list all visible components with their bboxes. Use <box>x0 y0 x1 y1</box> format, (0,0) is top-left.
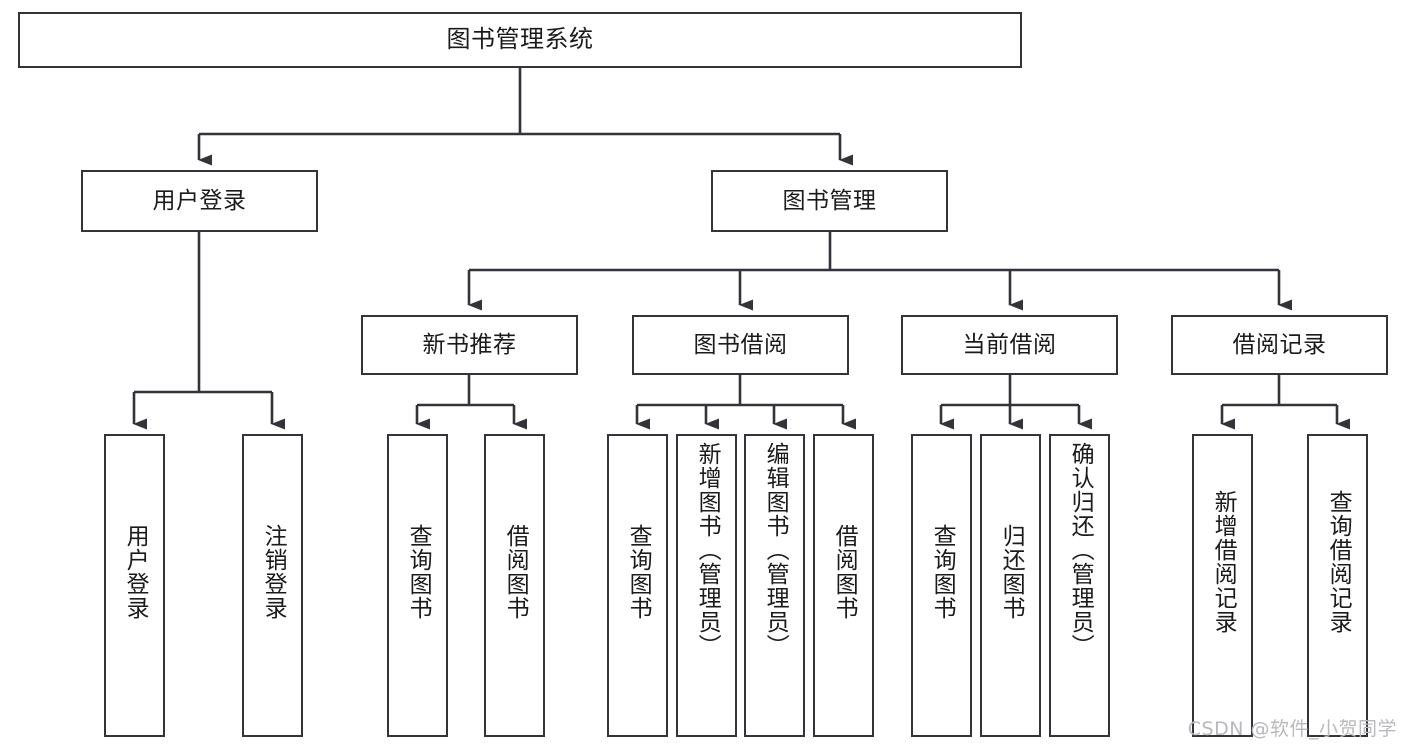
node-book-manage[interactable]: 图书管理 <box>711 170 948 232</box>
node-current-borrow[interactable]: 当前借阅 <box>901 315 1118 375</box>
node-leaf-logout-label: 注销登录 <box>260 524 287 620</box>
node-new-book-rec-label: 新书推荐 <box>422 331 517 358</box>
node-borrow-record-label: 借阅记录 <box>1232 331 1327 358</box>
node-leaf-query-book-3[interactable]: 查询图书 <box>911 434 972 737</box>
node-leaf-query-book-2[interactable]: 查询图书 <box>607 434 668 737</box>
node-leaf-edit-book-label: 编辑图书（管理员） <box>762 442 789 658</box>
node-leaf-add-record[interactable]: 新增借阅记录 <box>1192 434 1253 737</box>
node-leaf-borrow-book-1-label: 借阅图书 <box>502 524 529 620</box>
node-book-borrow-label: 图书借阅 <box>693 331 788 358</box>
node-leaf-query-record[interactable]: 查询借阅记录 <box>1307 434 1368 737</box>
node-leaf-borrow-book-1[interactable]: 借阅图书 <box>484 434 545 737</box>
node-leaf-add-book-label: 新增图书（管理员） <box>694 442 721 658</box>
node-leaf-query-record-label: 查询借阅记录 <box>1325 490 1352 634</box>
node-borrow-record[interactable]: 借阅记录 <box>1171 315 1388 375</box>
node-leaf-query-book-3-label: 查询图书 <box>929 524 956 620</box>
node-leaf-edit-book[interactable]: 编辑图书（管理员） <box>744 434 805 737</box>
node-leaf-add-book[interactable]: 新增图书（管理员） <box>676 434 737 737</box>
node-book-borrow[interactable]: 图书借阅 <box>632 315 849 375</box>
node-leaf-return-book[interactable]: 归还图书 <box>980 434 1041 737</box>
node-current-borrow-label: 当前借阅 <box>962 331 1057 358</box>
node-leaf-query-book-1-label: 查询图书 <box>405 524 432 620</box>
node-book-manage-label: 图书管理 <box>782 187 877 214</box>
node-leaf-user-login[interactable]: 用户登录 <box>104 434 165 737</box>
node-leaf-query-book-1[interactable]: 查询图书 <box>387 434 448 737</box>
csdn-watermark: CSDN @软件_小贺同学 <box>1187 718 1397 740</box>
node-leaf-query-book-2-label: 查询图书 <box>625 524 652 620</box>
node-new-book-rec[interactable]: 新书推荐 <box>361 315 578 375</box>
node-leaf-confirm-return-label: 确认归还（管理员） <box>1067 442 1094 658</box>
node-leaf-borrow-book-2-label: 借阅图书 <box>831 524 858 620</box>
node-root-label: 图书管理系统 <box>446 25 594 54</box>
node-leaf-confirm-return[interactable]: 确认归还（管理员） <box>1049 434 1110 737</box>
node-leaf-logout[interactable]: 注销登录 <box>242 434 303 737</box>
node-user-login-label: 用户登录 <box>152 187 247 214</box>
node-leaf-borrow-book-2[interactable]: 借阅图书 <box>813 434 874 737</box>
node-root[interactable]: 图书管理系统 <box>18 12 1022 68</box>
node-leaf-add-record-label: 新增借阅记录 <box>1210 490 1237 634</box>
node-leaf-return-book-label: 归还图书 <box>998 524 1025 620</box>
node-user-login[interactable]: 用户登录 <box>81 170 318 232</box>
node-leaf-user-login-label: 用户登录 <box>122 524 149 620</box>
